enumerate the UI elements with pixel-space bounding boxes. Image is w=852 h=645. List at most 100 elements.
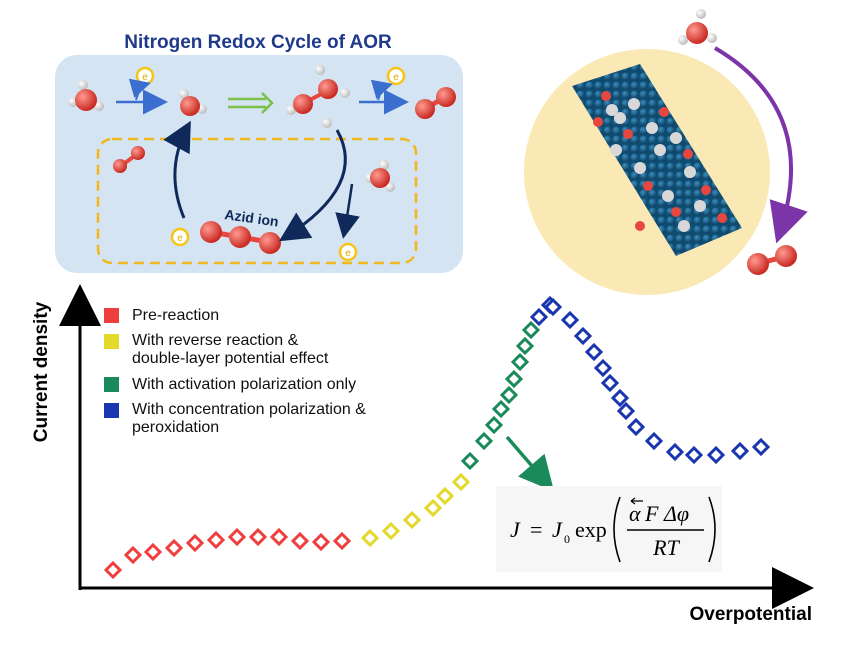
data-point (435, 486, 455, 506)
formula-pointer-arrow (505, 435, 555, 492)
x-axis-label: Overpotential (690, 604, 812, 625)
rate-equation: J = J 0 exp α F Δφ RT (496, 486, 722, 572)
data-point (510, 352, 530, 372)
adsorbed-species (593, 91, 727, 232)
data-point (610, 388, 630, 408)
nh3-reactant-molecule (678, 9, 717, 45)
data-point (484, 415, 504, 435)
eq-exp: exp (575, 517, 607, 542)
catalyst-illustration (524, 9, 808, 295)
legend-label: With concentration polarization & peroxi… (132, 401, 366, 436)
data-point (185, 533, 205, 553)
chart: Current density Overpotential J = J 0 ex… (31, 284, 814, 625)
cycle-arrow-branch (335, 183, 360, 239)
eq-num-rest: F Δφ (644, 501, 689, 526)
eq-j0-sub: 0 (564, 532, 570, 546)
electron-icon: e (338, 242, 358, 262)
eq-j0: J (552, 517, 563, 542)
n2h4-molecule (286, 65, 350, 128)
data-point (360, 528, 380, 548)
data-point (573, 326, 593, 346)
data-point (451, 472, 471, 492)
eq-lhs: J (510, 517, 521, 542)
eq-paren-right (708, 496, 716, 563)
equation-background (496, 486, 722, 572)
data-point (515, 336, 535, 356)
data-point (474, 431, 494, 451)
legend-item-concentration: With concentration polarization & peroxi… (104, 401, 464, 437)
data-point (616, 401, 636, 421)
no-molecule (113, 146, 145, 173)
nh3-molecule (68, 80, 104, 111)
data-markers (103, 295, 771, 580)
data-point (381, 521, 401, 541)
electron-icon: e (170, 227, 190, 247)
dashed-cycle-box (96, 137, 418, 265)
data-point (206, 530, 226, 550)
electron-icon: e (386, 66, 406, 86)
data-point (543, 297, 563, 317)
data-point (402, 510, 422, 530)
data-point (164, 538, 184, 558)
data-point (269, 527, 289, 547)
y-axis-label: Current density (31, 301, 52, 442)
electron-label: e (177, 233, 183, 244)
data-point (593, 358, 613, 378)
data-point (504, 369, 524, 389)
eq-equals: = (530, 517, 542, 542)
legend-item-reverse-reaction: With reverse reaction & double-layer pot… (104, 332, 464, 368)
forward-arrow-green (228, 92, 274, 114)
panel-title: Nitrogen Redox Cycle of AOR (124, 32, 392, 53)
data-point (423, 498, 443, 518)
legend-label: With reverse reaction & double-layer pot… (132, 332, 329, 367)
forward-arrow-1 (116, 78, 168, 115)
data-point (499, 385, 519, 405)
data-point (248, 527, 268, 547)
azide-ion-label: Azid ion (224, 206, 280, 229)
legend-label: Pre-reaction (132, 307, 220, 324)
eq-denominator: RT (652, 535, 680, 560)
electron-label: e (393, 72, 399, 83)
electron-label: e (345, 248, 351, 259)
data-point (227, 527, 247, 547)
electron-label: e (142, 72, 148, 83)
cycle-arrow-left (163, 120, 191, 219)
data-point (644, 431, 664, 451)
data-point (290, 531, 310, 551)
data-point (730, 441, 750, 461)
data-point (626, 417, 646, 437)
legend-label: With activation polarization only (132, 376, 357, 393)
legend-swatch (104, 334, 119, 349)
data-point (491, 399, 511, 419)
data-point (706, 445, 726, 465)
data-point (460, 451, 480, 471)
data-point (751, 437, 771, 457)
azide-ion-molecule (200, 221, 281, 254)
chart-legend: Pre-reaction With reverse reaction & dou… (104, 306, 464, 444)
n2-product-molecule (747, 245, 797, 275)
data-point (103, 560, 123, 580)
forward-arrow-2 (359, 79, 409, 115)
data-point (600, 373, 620, 393)
electron-icon: e (135, 66, 155, 86)
data-point (143, 542, 163, 562)
eq-backward-arrow-mark (630, 497, 643, 505)
legend-item-pre-reaction: Pre-reaction (104, 306, 464, 325)
data-point (584, 342, 604, 362)
data-point (521, 320, 541, 340)
reaction-arrow-purple (713, 46, 808, 244)
redox-cycle-panel: Nitrogen Redox Cycle of AOR (55, 32, 463, 273)
legend-swatch (104, 403, 119, 418)
data-point (311, 532, 331, 552)
data-point (560, 310, 580, 330)
eq-paren-left (613, 496, 621, 563)
legend-swatch (104, 308, 119, 323)
cycle-arrow-right (278, 129, 347, 242)
legend-swatch (104, 377, 119, 392)
data-point (123, 545, 143, 565)
legend-item-activation: With activation polarization only (104, 375, 464, 394)
data-point (665, 442, 685, 462)
data-point (684, 445, 704, 465)
nh3-molecule-right (365, 160, 395, 192)
